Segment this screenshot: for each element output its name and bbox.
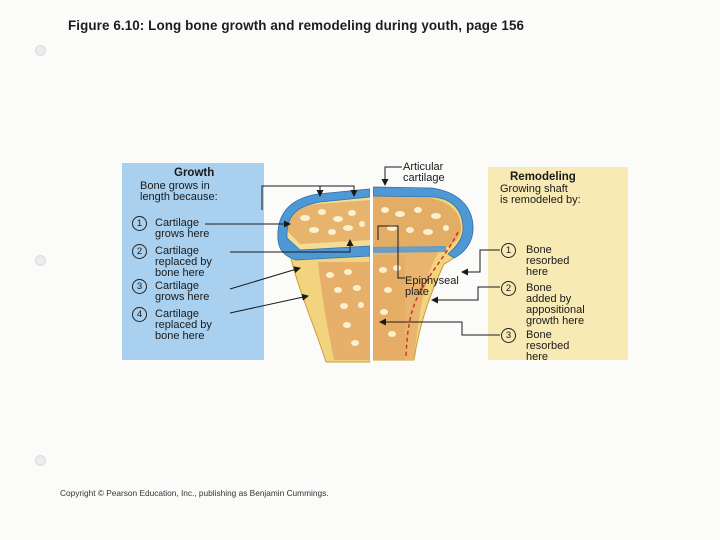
articular-cartilage-label-line-2: cartilage (403, 173, 445, 185)
epiphyseal-plate-label-line-2: plate (405, 287, 429, 299)
bone-left-half (278, 189, 370, 362)
copyright-notice: Copyright © Pearson Education, Inc., pub… (60, 488, 329, 498)
bone-right-half (373, 187, 473, 360)
epiphyseal-plate (373, 246, 446, 253)
marrow-right (373, 255, 405, 360)
